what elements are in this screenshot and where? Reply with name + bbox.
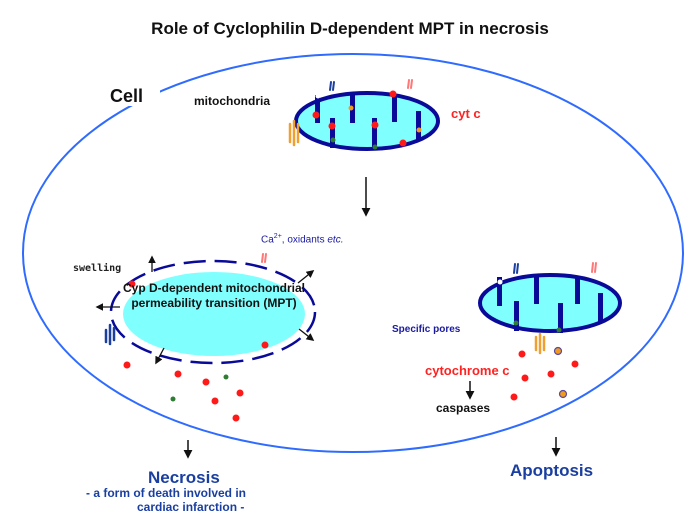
cyt-c-dot bbox=[547, 370, 555, 378]
etc-text: etc. bbox=[327, 234, 344, 246]
cyt-c-dot bbox=[261, 341, 269, 349]
necrosis-description-line2: cardiac infarction - bbox=[137, 500, 245, 514]
oxidants-text: , oxidants bbox=[281, 234, 328, 246]
swollen-matrix bbox=[123, 272, 305, 356]
cyt-c-dot bbox=[328, 122, 336, 130]
cyt-c-dot bbox=[312, 111, 320, 119]
cyt-c-dot bbox=[128, 280, 136, 288]
green-dot bbox=[513, 320, 519, 326]
cell-label: Cell bbox=[110, 86, 144, 106]
orange-dot bbox=[416, 127, 422, 133]
swelling-label: swelling bbox=[73, 263, 122, 274]
swelling-arrow-up-right bbox=[297, 270, 315, 284]
diagram-title: Role of Cyclophilin D-dependent MPT in n… bbox=[151, 19, 549, 38]
swelling-arrow-down-right bbox=[298, 328, 315, 341]
orange-channel-icon bbox=[288, 119, 300, 147]
cyt-c-dot bbox=[236, 389, 244, 397]
ca-text: Ca bbox=[261, 234, 274, 246]
necrosis-description-line1: - a form of death involved in bbox=[86, 486, 247, 500]
cyt-c-dot bbox=[123, 361, 131, 369]
cyt-c-dot bbox=[510, 393, 518, 401]
cyt-c-label: cyt c bbox=[451, 106, 481, 121]
cell-membrane bbox=[22, 53, 684, 453]
green-dot bbox=[170, 396, 176, 402]
cristae bbox=[497, 277, 603, 333]
released-contents-apoptosis bbox=[510, 346, 579, 401]
red-channel-icon bbox=[261, 253, 267, 263]
blue-channel-icon bbox=[329, 81, 335, 91]
mitochondrion-apoptotic bbox=[478, 262, 622, 355]
orange-dot bbox=[558, 389, 568, 399]
calcium-oxidants-label: Ca2+, oxidants etc. bbox=[261, 233, 344, 245]
cyt-c-dot bbox=[518, 350, 526, 358]
cyt-c-dot bbox=[399, 139, 407, 147]
green-dot bbox=[556, 327, 562, 333]
cyt-c-dot bbox=[389, 90, 397, 98]
red-channel-icon bbox=[591, 262, 597, 273]
blue-channel-icon bbox=[513, 263, 519, 274]
green-dot bbox=[223, 374, 229, 380]
cell-label-gap bbox=[100, 76, 160, 106]
ruptured-outer-membrane bbox=[109, 259, 317, 365]
cyt-c-dot bbox=[232, 414, 240, 422]
caspases-label: caspases bbox=[436, 401, 491, 415]
ca-charge: 2+ bbox=[273, 233, 282, 240]
membrane-gap bbox=[497, 279, 503, 285]
mitochondria-label: mitochondria bbox=[194, 94, 271, 108]
cyt-c-dot bbox=[371, 121, 379, 129]
blue-channel-icon bbox=[104, 323, 116, 346]
green-dot bbox=[372, 144, 378, 150]
mitochondrion-healthy bbox=[288, 79, 440, 151]
apoptosis-label: Apoptosis bbox=[510, 461, 594, 480]
necrosis-label: Necrosis bbox=[148, 468, 220, 487]
cyt-c-dot bbox=[521, 374, 529, 382]
specific-pores-label: Specific pores bbox=[392, 324, 461, 335]
green-dot bbox=[330, 137, 336, 143]
membrane-gap bbox=[315, 93, 321, 99]
cyt-c-dot bbox=[202, 378, 210, 386]
orange-dot bbox=[348, 105, 354, 111]
swelling-arrow-down-left bbox=[155, 347, 165, 365]
mitochondrion-swollen bbox=[95, 253, 317, 365]
cyt-c-dot bbox=[211, 397, 219, 405]
cyt-c-dot bbox=[571, 360, 579, 368]
released-contents-necrosis bbox=[123, 361, 244, 422]
orange-dot bbox=[553, 346, 563, 356]
red-channel-icon bbox=[407, 79, 413, 89]
cytochrome-c-label: cytochrome c bbox=[425, 363, 510, 378]
mpt-label: Cyp D-dependent mitochondrial permeabili… bbox=[123, 281, 306, 310]
specific-pore-icon bbox=[534, 332, 546, 355]
cyt-c-dot bbox=[174, 370, 182, 378]
